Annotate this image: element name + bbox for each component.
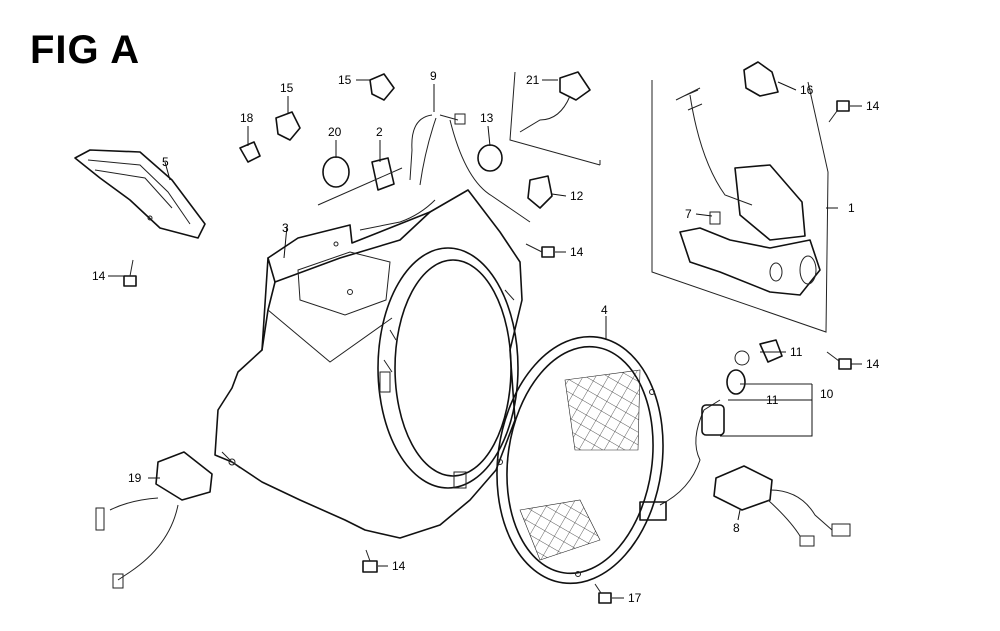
callout-19: 19 bbox=[128, 471, 142, 485]
part-10-wiring bbox=[639, 339, 783, 521]
callout-21: 21 bbox=[526, 73, 540, 87]
part-19-unit bbox=[95, 451, 213, 589]
bolt-shapes bbox=[123, 100, 852, 604]
callout-12: 12 bbox=[570, 189, 584, 203]
callout-14a: 14 bbox=[92, 269, 106, 283]
callout-14b: 14 bbox=[570, 245, 584, 259]
callout-9: 9 bbox=[430, 69, 437, 83]
small-parts bbox=[239, 61, 812, 385]
callout-16: 16 bbox=[800, 83, 814, 97]
callout-17: 17 bbox=[628, 591, 642, 605]
leader-lines bbox=[108, 79, 862, 599]
callout-4: 4 bbox=[601, 303, 608, 317]
part-5-cover bbox=[74, 149, 206, 239]
fan-cover-shroud bbox=[214, 189, 523, 539]
callout-14d: 14 bbox=[866, 99, 880, 113]
figure-title: FIG A bbox=[30, 28, 141, 72]
part-8-module bbox=[713, 465, 851, 547]
part-9-wire bbox=[359, 113, 531, 231]
callout-10: 10 bbox=[820, 387, 834, 401]
callout-labels: 1 2 3 4 5 7 8 9 10 11 11 12 13 14 14 14 … bbox=[92, 69, 880, 605]
callout-20: 20 bbox=[328, 125, 342, 139]
callout-1: 1 bbox=[848, 201, 855, 215]
callout-11a: 11 bbox=[790, 345, 803, 359]
callout-18: 18 bbox=[240, 111, 254, 125]
callout-7: 7 bbox=[685, 207, 692, 221]
fan-cover-screen bbox=[496, 335, 664, 585]
callout-5: 5 bbox=[162, 155, 169, 169]
callout-8: 8 bbox=[733, 521, 740, 535]
callout-2: 2 bbox=[376, 125, 383, 139]
callout-15b: 15 bbox=[338, 73, 352, 87]
callout-14e: 14 bbox=[866, 357, 880, 371]
callout-3: 3 bbox=[282, 221, 289, 235]
callout-14c: 14 bbox=[392, 559, 406, 573]
part-1-bracket-assembly bbox=[651, 80, 829, 333]
callout-11b: 11 bbox=[766, 393, 779, 407]
callout-13: 13 bbox=[480, 111, 494, 125]
callout-15a: 15 bbox=[280, 81, 294, 95]
